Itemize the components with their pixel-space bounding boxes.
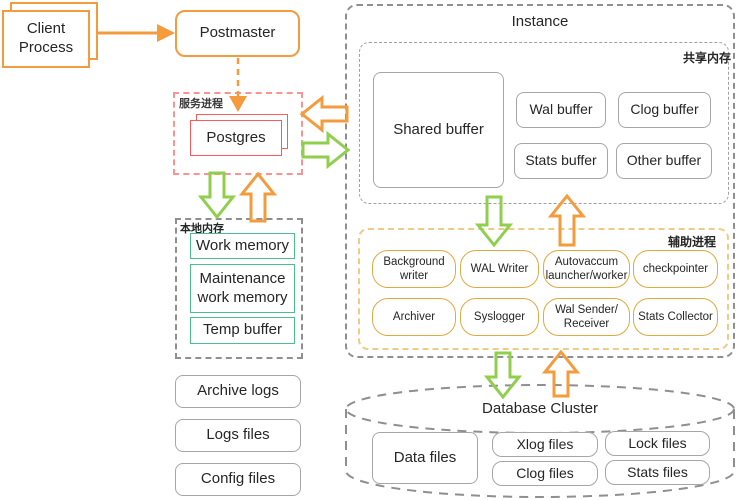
aux-process-region xyxy=(358,228,729,350)
wal-buffer-box: Wal buffer xyxy=(516,92,606,128)
postmaster-box: Postmaster xyxy=(175,10,300,57)
clog-files-box: Clog files xyxy=(492,461,598,486)
logs-files-box: Logs files xyxy=(175,419,301,452)
wal-sender-receiver-box: Wal Sender/ Receiver xyxy=(543,298,630,336)
lock-files-label: Lock files xyxy=(628,434,687,451)
archiver-box: Archiver xyxy=(372,298,456,336)
background-writer-label: Background writer xyxy=(383,255,445,282)
local-memory-region-label: 本地内存 xyxy=(180,223,224,235)
shared-buffer-box: Shared buffer xyxy=(373,72,504,188)
wal-writer-label: WAL Writer xyxy=(470,262,529,275)
background-writer-box: Background writer xyxy=(372,250,456,288)
xlog-files-label: Xlog files xyxy=(516,435,574,452)
xlog-files-box: Xlog files xyxy=(492,432,598,457)
other-buffer-box: Other buffer xyxy=(616,143,712,179)
stats-buffer-box: Stats buffer xyxy=(514,143,608,179)
other-buffer-label: Other buffer xyxy=(626,152,702,169)
checkpointer-label: checkpointer xyxy=(642,262,709,275)
postmaster-label: Postmaster xyxy=(199,24,276,42)
maintenance-work-memory-label: Maintenance work memory xyxy=(197,269,288,306)
autovaccum-launcher-worker-box: Autovaccum launcher/worker xyxy=(543,250,630,288)
syslogger-label: Syslogger xyxy=(473,310,526,323)
shared-buffer-label: Shared buffer xyxy=(393,120,484,138)
logs-files-label: Logs files xyxy=(206,426,270,444)
wal-writer-box: WAL Writer xyxy=(460,250,539,288)
checkpointer-box: checkpointer xyxy=(633,250,718,288)
shared-memory-region-label: 共享内存 xyxy=(683,51,732,65)
data-files-box: Data files xyxy=(372,432,478,484)
clog-files-label: Clog files xyxy=(516,464,574,481)
postgres-box: Postgres xyxy=(190,120,282,156)
temp-buffer-box: Temp buffer xyxy=(190,317,295,344)
wal-buffer-label: Wal buffer xyxy=(529,101,593,118)
autovaccum-launcher-worker-label: Autovaccum launcher/worker xyxy=(545,255,628,282)
client-process-label: Client Process xyxy=(18,20,74,56)
stats-files-box: Stats files xyxy=(605,460,710,485)
temp-buffer-label: Temp buffer xyxy=(203,321,282,339)
instance-title: Instance xyxy=(511,13,569,30)
database-cluster-title: Database Cluster xyxy=(482,400,598,417)
client-process-box: Client Process xyxy=(2,10,90,68)
service-process-region-label: 服务进程 xyxy=(179,98,223,110)
maintenance-work-memory-box: Maintenance work memory xyxy=(190,264,295,313)
stats-collector-box: Stats Collector xyxy=(633,298,718,336)
work-memory-label: Work memory xyxy=(195,236,290,254)
archiver-label: Archiver xyxy=(392,310,436,323)
archive-logs-label: Archive logs xyxy=(197,382,279,400)
shared-memory-region xyxy=(359,42,729,204)
work-memory-box: Work memory xyxy=(190,233,295,259)
stats-collector-label: Stats Collector xyxy=(638,310,713,323)
postgres-label: Postgres xyxy=(206,128,266,146)
aux-process-region-label: 辅助进程 xyxy=(668,235,717,249)
instance-region xyxy=(345,4,735,358)
stats-files-label: Stats files xyxy=(627,463,688,480)
data-files-label: Data files xyxy=(393,448,457,466)
lock-files-box: Lock files xyxy=(605,431,710,456)
config-files-label: Config files xyxy=(200,470,276,488)
wal-sender-receiver-label: Wal Sender/ Receiver xyxy=(555,303,618,330)
archive-logs-box: Archive logs xyxy=(175,375,301,408)
clog-buffer-box: Clog buffer xyxy=(618,92,711,128)
clog-buffer-label: Clog buffer xyxy=(630,101,699,118)
config-files-box: Config files xyxy=(175,463,301,496)
stats-buffer-label: Stats buffer xyxy=(525,152,597,169)
syslogger-box: Syslogger xyxy=(460,298,539,336)
